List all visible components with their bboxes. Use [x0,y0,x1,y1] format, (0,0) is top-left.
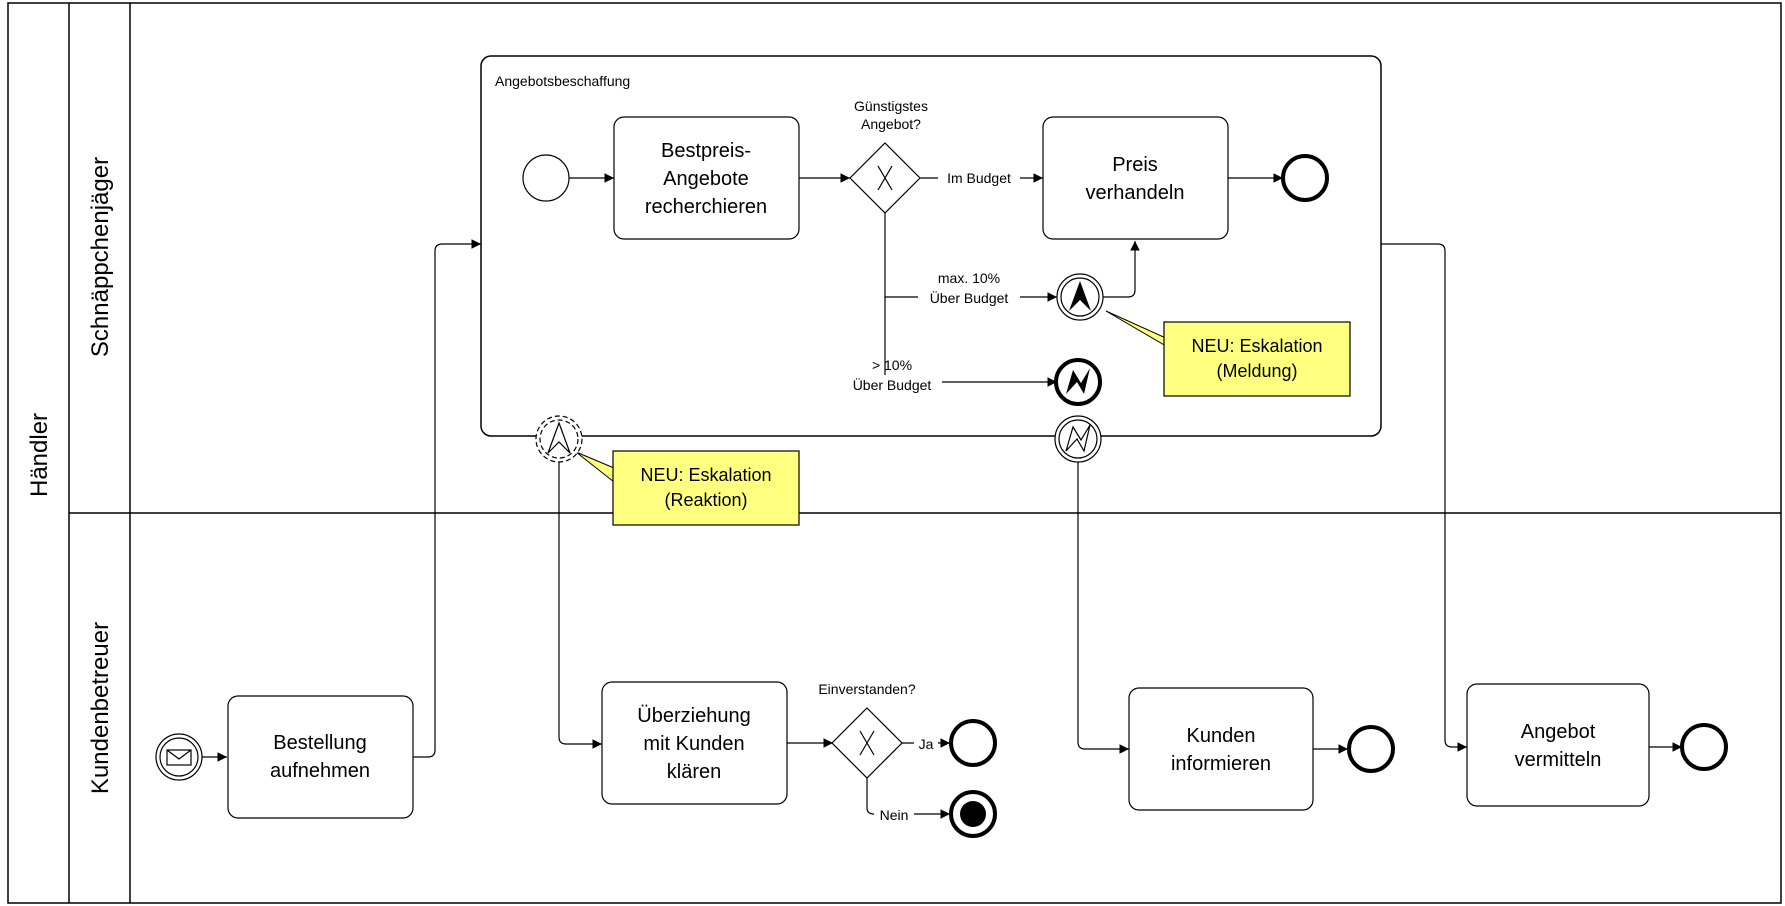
lane-label-kundenbetreuer: Kundenbetreuer [87,622,114,794]
task-label-line2: vermitteln [1515,749,1602,771]
end-event-angebot[interactable] [1680,723,1728,771]
gateway-label-line1: Günstigstes [854,98,928,114]
end-event-preis[interactable] [1281,154,1329,202]
flow-label-max10-line2: Über Budget [930,289,1009,306]
task-label-line3: recherchieren [645,196,767,218]
lane-label-schnaeppchenjaeger: Schnäppchenjäger [87,157,114,357]
task-label-line1: Überziehung [637,705,750,727]
end-event-ja[interactable] [949,719,997,767]
note-eskalation-meldung: NEU: Eskalation (Meldung) [1163,321,1351,397]
escalation-arrow-icon [1069,281,1091,311]
note-line2: (Meldung) [1216,361,1297,381]
task-bestellung-aufnehmen[interactable]: Bestellung aufnehmen [227,695,414,819]
envelope-icon [166,749,192,766]
gateway-einverstanden[interactable]: Einverstanden? [818,681,916,779]
task-label-line1: Bestellung [273,732,366,754]
note-line1: NEU: Eskalation [640,465,771,485]
task-bestpreis-recherchieren[interactable]: Bestpreis- Angebote recherchieren [613,116,800,240]
error-lightning-icon [1066,368,1090,394]
task-angebot-vermitteln[interactable]: Angebot vermitteln [1466,683,1650,807]
boundary-error-event[interactable] [1054,415,1102,463]
terminate-end-event-nein[interactable] [949,790,997,838]
task-label-line2: Angebote [663,168,749,190]
escalation-arrow-icon [547,421,571,454]
task-preis-verhandeln[interactable]: Preis verhandeln [1042,116,1229,240]
task-label-line2: verhandeln [1086,182,1185,204]
flow-labels: Im Budget max. 10% Über Budget > 10% Übe… [840,169,1020,823]
boundary-escalation-event[interactable] [535,415,583,463]
note-eskalation-reaktion: NEU: Eskalation (Reaktion) [612,450,800,526]
flow-label-max10-line1: max. 10% [938,270,1000,286]
end-event-kunden[interactable] [1347,725,1395,773]
pool-label: Händler [26,413,53,497]
task-label-line1: Bestpreis- [661,140,751,162]
task-kunden-informieren[interactable]: Kunden informieren [1128,687,1314,811]
subprocess-label: Angebotsbeschaffung [495,73,630,89]
flow-label-ja: Ja [919,736,934,752]
subprocess-angebotsbeschaffung[interactable]: Angebotsbeschaffung [480,55,1382,437]
task-label-line2: informieren [1171,753,1271,775]
task-label-line2: mit Kunden [643,733,744,755]
flow-label-nein: Nein [880,807,909,823]
flow-label-over10-line2: Über Budget [853,376,932,393]
gateway-label-line2: Angebot? [861,116,921,132]
task-label-line2: aufnehmen [270,760,370,782]
note-line2: (Reaktion) [664,490,747,510]
pool: Händler Schnäppchenjäger Kundenbetreuer [7,2,1782,904]
task-label-line1: Angebot [1521,721,1596,743]
start-event-inner[interactable] [522,154,570,202]
task-label-line1: Kunden [1187,725,1256,747]
gateway-label: Einverstanden? [818,681,916,697]
error-end-event[interactable] [1054,358,1102,406]
message-start-event[interactable] [155,733,203,781]
error-lightning-icon [1065,424,1091,453]
task-ueberziehung-klaeren[interactable]: Überziehung mit Kunden klären [601,681,788,805]
flow-label-over10-line1: > 10% [872,357,912,373]
task-label-line3: klären [667,761,721,783]
flow-label-im-budget: Im Budget [947,170,1011,186]
escalation-throw-event[interactable] [1056,273,1104,321]
note-line1: NEU: Eskalation [1191,336,1322,356]
gateway-guenstigstes-angebot[interactable]: Günstigstes Angebot? [849,98,928,214]
task-label-line1: Preis [1112,154,1158,176]
